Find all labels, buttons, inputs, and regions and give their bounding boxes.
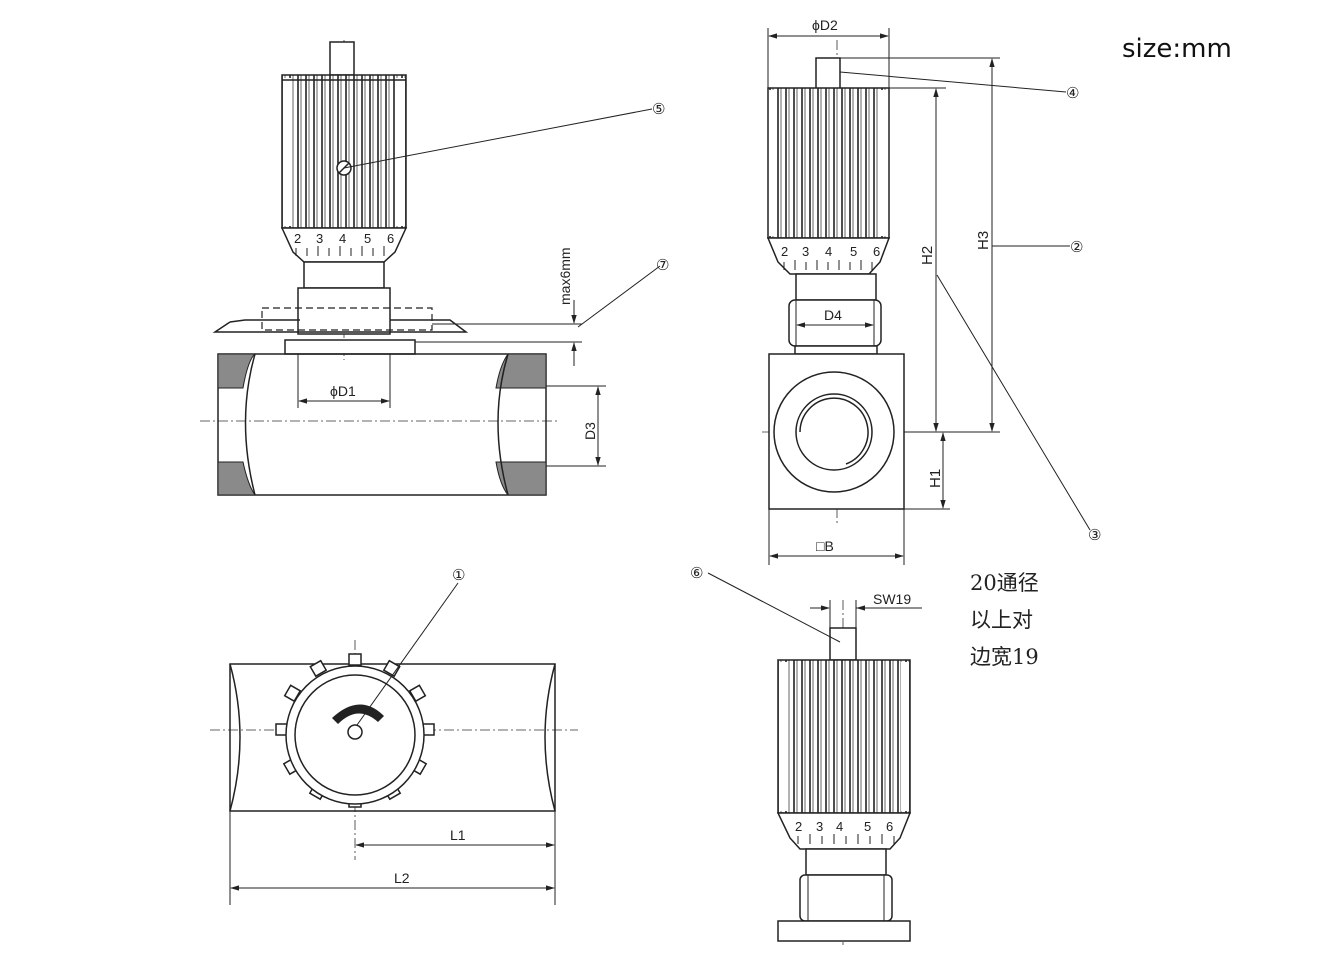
scale-digit: 2 xyxy=(795,819,802,834)
dim-h1: H1 xyxy=(927,469,944,488)
note-line-2: 以上对 xyxy=(970,608,1033,632)
scale-digit: 5 xyxy=(864,819,871,834)
dim-d3: D3 xyxy=(582,422,598,440)
scale-digit: 2 xyxy=(294,231,301,246)
scale-digit: 2 xyxy=(781,244,788,259)
scale-digit: 3 xyxy=(802,244,809,259)
scale-digit: 6 xyxy=(387,231,394,246)
callout-2: ② xyxy=(1070,239,1083,256)
handle-view: SW19 2 3 4 5 6 ⑥ xyxy=(690,565,922,945)
callout-5: ⑤ xyxy=(652,101,665,118)
dim-b: □B xyxy=(816,538,834,554)
dim-h2: H2 xyxy=(919,246,936,265)
top-view: ① L1 L2 xyxy=(210,567,578,905)
callout-3: ③ xyxy=(1088,527,1101,544)
callout-4: ④ xyxy=(1066,85,1079,102)
dim-d1: ϕD1 xyxy=(330,383,356,399)
dim-l1: L1 xyxy=(450,827,466,843)
scale-digit: 3 xyxy=(816,819,823,834)
dim-d2: ϕD2 xyxy=(812,17,838,33)
front-view: 2 3 4 5 6 ϕD1 D3 xyxy=(200,40,669,496)
note-line-3: 边宽19 xyxy=(970,645,1039,669)
unit-note: size:mm xyxy=(1122,34,1232,64)
dim-l2: L2 xyxy=(394,870,410,886)
dim-max-travel: max6mm xyxy=(557,247,573,305)
dim-sw: SW19 xyxy=(873,591,911,607)
scale-digit: 6 xyxy=(873,244,880,259)
callout-6: ⑥ xyxy=(690,565,703,582)
scale-digit: 5 xyxy=(850,244,857,259)
dim-d4: D4 xyxy=(824,307,842,323)
scale-digit: 4 xyxy=(339,231,346,246)
scale-digit: 5 xyxy=(364,231,371,246)
scale-digit: 6 xyxy=(886,819,893,834)
note-line-1: 20通径 xyxy=(970,571,1039,595)
scale-digit: 4 xyxy=(825,244,832,259)
scale-digit: 4 xyxy=(836,819,843,834)
dim-h3: H3 xyxy=(975,231,992,250)
callout-7: ⑦ xyxy=(656,257,669,274)
callout-1: ① xyxy=(452,567,465,584)
scale-digit: 3 xyxy=(316,231,323,246)
side-view: ϕD2 2 3 4 5 6 D4 xyxy=(762,17,1101,565)
